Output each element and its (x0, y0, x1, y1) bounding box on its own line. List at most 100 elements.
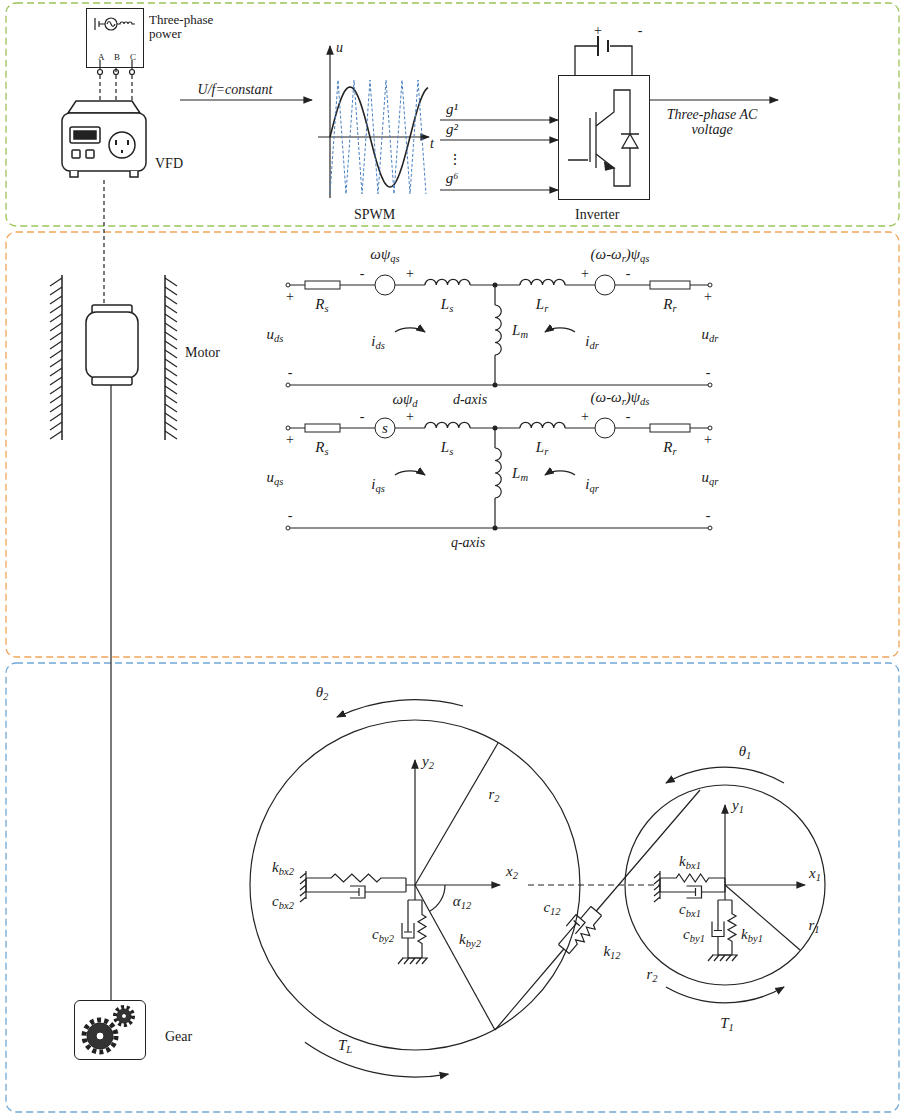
text-part: + (406, 266, 414, 281)
inverter-box: Inverter (558, 75, 650, 200)
stroke (306, 874, 406, 882)
subscript: r (544, 303, 548, 314)
stroke (418, 900, 426, 958)
subscript: d (412, 398, 417, 409)
stroke (708, 955, 738, 961)
symbol-label: ωψqs (370, 246, 399, 265)
stroke (408, 900, 422, 958)
text-part: + (406, 409, 414, 424)
resistor-symbol (650, 281, 690, 289)
text-label: + (406, 409, 414, 424)
gate-signal: g² (446, 121, 458, 138)
node-label: A (98, 53, 105, 63)
symbol-label: (ω-ωr)ψqs (591, 246, 650, 265)
stroke (288, 384, 710, 385)
node-label: t (430, 136, 434, 151)
terminal (286, 426, 290, 430)
text-label: - (626, 266, 631, 281)
motor-node: Motor (82, 305, 142, 385)
stroke (50, 296, 62, 304)
text-part: i (585, 333, 589, 349)
node-label: Motor (185, 345, 220, 360)
text-part: r (646, 966, 652, 982)
text-label: - (706, 365, 711, 380)
power-source-icon (95, 18, 135, 100)
text-label: - (638, 23, 643, 38)
panels (6, 3, 899, 1112)
symbol-label: ids (371, 333, 385, 352)
stroke (50, 395, 62, 403)
text-label: + (704, 432, 712, 447)
gate-signal: g¹ (446, 101, 458, 118)
stroke (398, 958, 428, 964)
stroke (50, 422, 62, 430)
text-part: - (706, 365, 711, 380)
text-part: c (679, 901, 686, 917)
symbol-label: iqr (585, 476, 599, 495)
symbol-label: Rs (315, 296, 328, 315)
text-part: L (512, 322, 520, 338)
stroke (165, 305, 177, 313)
symbol-label: ωψd (392, 391, 417, 410)
stroke (50, 278, 62, 286)
text-part: - (288, 508, 293, 523)
symbol-label: Rr (663, 296, 676, 315)
text-part: r (808, 917, 814, 933)
stroke (50, 404, 62, 412)
node-label: SPWM (354, 207, 395, 222)
stroke (50, 341, 62, 349)
text-label: - (626, 409, 631, 424)
text-part: )ψ (626, 389, 640, 405)
node-label: u (336, 40, 343, 55)
terminal (708, 383, 712, 387)
symbol-label: uds (267, 326, 284, 345)
subscript: m (520, 329, 528, 340)
junction-dot (493, 283, 498, 288)
spring-damper (402, 900, 426, 958)
node-label: B (114, 53, 120, 63)
vfd-node: VFD (58, 100, 150, 180)
subscript: ds (375, 340, 384, 351)
node-label: Gear (165, 1029, 192, 1044)
subscript: s (325, 303, 329, 314)
node-label: Inverter (575, 207, 619, 222)
subscript: s (325, 446, 329, 457)
stroke (50, 323, 62, 331)
stroke (660, 874, 725, 882)
text-label: + (594, 23, 602, 38)
subscript: 1 (746, 750, 751, 761)
stroke (288, 527, 710, 528)
subscript: m (520, 472, 528, 483)
stroke (494, 428, 495, 528)
stroke (165, 323, 177, 331)
spring-damper (554, 903, 605, 957)
stroke (165, 422, 177, 430)
resistor-symbol (305, 281, 340, 289)
signal-arrow (440, 139, 558, 140)
symbol-label: T1 (720, 1015, 734, 1034)
terminal (708, 526, 712, 530)
spring-damper (660, 874, 725, 898)
junction-dot (493, 383, 498, 388)
symbol-label: θ1 (739, 743, 752, 762)
signal-arrow (440, 119, 558, 120)
subscript: 12 (461, 900, 472, 911)
spwm-plot (318, 46, 429, 198)
text-part: d-axis (453, 392, 487, 407)
text-label: - (706, 508, 711, 523)
symbol-label: Rr (663, 439, 676, 458)
symbol-label: uqr (702, 469, 719, 488)
symbol-label: Lm (512, 322, 528, 341)
stroke (425, 422, 470, 428)
terminal (286, 383, 290, 387)
subscript: 2 (494, 793, 499, 804)
vfd-icon (62, 101, 146, 177)
symbol-label: cby1 (683, 926, 705, 945)
voltage-source (375, 418, 395, 438)
terminal (286, 526, 290, 530)
stroke (495, 448, 501, 498)
stroke (288, 284, 710, 285)
stroke (165, 431, 177, 439)
text-part: + (704, 289, 712, 304)
